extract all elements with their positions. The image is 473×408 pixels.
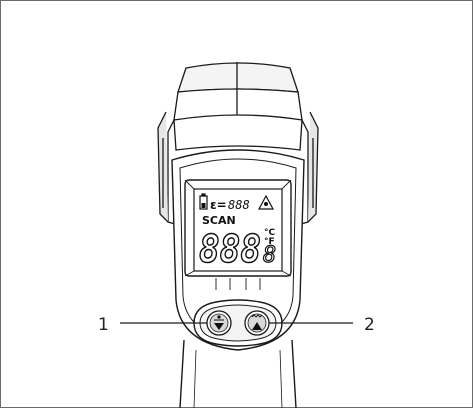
emissivity-symbol: ε=	[210, 198, 227, 212]
lcd-display: ε= 888 SCAN 888 8 °C °F	[198, 193, 277, 272]
unit-light-up-button[interactable]	[244, 310, 270, 336]
callout-1-label: 1	[98, 315, 109, 335]
temperature-main: 888	[199, 227, 261, 271]
temperature-decimal: 8	[263, 243, 276, 268]
callout-1: 1	[98, 315, 207, 335]
emissivity-down-button[interactable]	[206, 310, 232, 336]
emissivity-down-icon	[214, 315, 224, 330]
emissivity-value: 888	[228, 198, 250, 212]
laser-warning-icon	[257, 194, 275, 210]
callout-2: 2	[269, 315, 375, 335]
battery-icon	[199, 193, 208, 210]
callout-2-label: 2	[364, 315, 375, 335]
unit-celsius: °C	[264, 228, 276, 238]
unit-fahrenheit: °F	[264, 237, 275, 247]
mode-label: SCAN	[202, 214, 236, 227]
unit-light-up-icon	[251, 314, 263, 330]
